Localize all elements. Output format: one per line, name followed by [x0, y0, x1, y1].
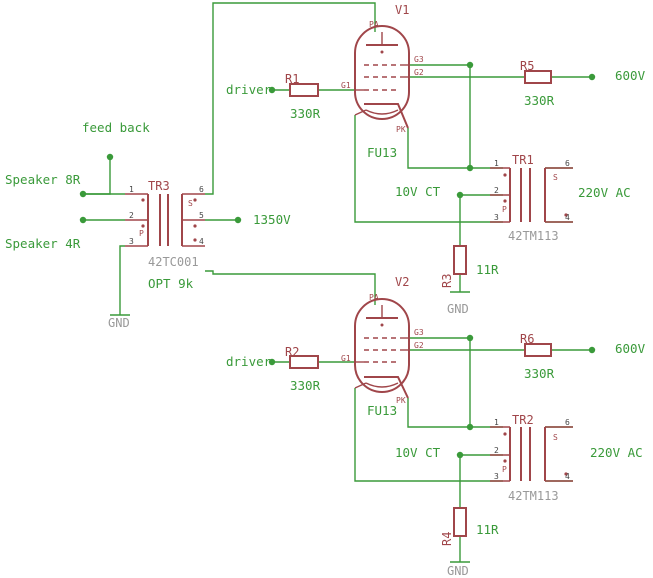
v1-g2-label: G2	[414, 68, 424, 77]
tr1-s: S	[553, 173, 558, 182]
r2-value: 330R	[290, 378, 321, 393]
r6-name: R6	[520, 332, 534, 346]
r4-value: 11R	[476, 522, 499, 537]
v1-value: FU13	[367, 145, 397, 160]
hv-label: 1350V	[253, 212, 291, 227]
v600-1-label: 600V	[615, 68, 646, 83]
tr3-p: P	[139, 229, 144, 238]
r1-name: R1	[285, 72, 299, 86]
resistor-r2	[289, 355, 319, 369]
tr1-value: 42TM113	[508, 229, 559, 243]
v2-pk-label: PK	[396, 396, 406, 405]
r3-name: R3	[440, 274, 454, 288]
transformer-tr3	[125, 193, 205, 247]
speaker-4r-label: Speaker 4R	[5, 236, 81, 251]
gnd-r3-label: GND	[447, 302, 469, 316]
junctions	[79, 61, 596, 459]
r3-value: 11R	[476, 262, 499, 277]
ac2-label: 220V AC	[590, 445, 643, 460]
tr3-name: TR3	[148, 179, 170, 193]
v2-g1-label: G1	[341, 354, 351, 363]
ct1-label: 10V CT	[395, 184, 441, 199]
tr3-pin3: 3	[129, 237, 134, 246]
v1-pk-label: PK	[396, 125, 406, 134]
tr3-pin2: 2	[129, 211, 134, 220]
feedback-label: feed back	[82, 120, 150, 135]
v2-pa-label: PA	[369, 293, 379, 302]
tr2-pin6: 6	[565, 418, 570, 427]
tr2-pin3: 3	[494, 472, 499, 481]
r5-name: R5	[520, 59, 534, 73]
v2-g3-label: G3	[414, 328, 424, 337]
tr3-pin4: 4	[199, 237, 204, 246]
resistor-r6	[524, 343, 552, 357]
tr1-pin6: 6	[565, 159, 570, 168]
transformer-tr1	[490, 167, 573, 223]
v600-2-label: 600V	[615, 341, 646, 356]
v1-g3-label: G3	[414, 55, 424, 64]
tr1-p: P	[502, 205, 507, 214]
ac1-label: 220V AC	[578, 185, 631, 200]
pin-labels: PA G3 G2 G1 PK PA G3 G2 G1 PK 1 2 3 P S …	[129, 20, 570, 481]
tr2-value: 42TM113	[508, 489, 559, 503]
tube-v1	[354, 25, 410, 129]
wires	[83, 2, 592, 563]
r4-name: R4	[440, 532, 454, 546]
tr2-p: P	[502, 465, 507, 474]
tr3-pin1: 1	[129, 185, 134, 194]
tr1-name: TR1	[512, 153, 534, 167]
driver2-label: driver	[226, 354, 272, 369]
v1-pa-label: PA	[369, 20, 379, 29]
tr3-note: OPT 9k	[148, 276, 194, 291]
v1-g1-label: G1	[341, 81, 351, 90]
tr3-value: 42TC001	[148, 255, 199, 269]
tr3-s: S	[188, 199, 193, 208]
driver1-label: driver	[226, 82, 272, 97]
r5-value: 330R	[524, 93, 555, 108]
v2-value: FU13	[367, 403, 397, 418]
tr1-pin1: 1	[494, 159, 499, 168]
tr2-pin2: 2	[494, 446, 499, 455]
tr2-s: S	[553, 433, 558, 442]
tr1-pin4: 4	[565, 213, 570, 222]
speaker-8r-label: Speaker 8R	[5, 172, 81, 187]
r1-value: 330R	[290, 106, 321, 121]
resistor-r4	[453, 507, 467, 537]
resistor-r5	[524, 70, 552, 84]
transformer-tr2	[490, 426, 573, 482]
tr2-pin4: 4	[565, 472, 570, 481]
r6-value: 330R	[524, 366, 555, 381]
tr3-pin6: 6	[199, 185, 204, 194]
v2-g2-label: G2	[414, 341, 424, 350]
ct2-label: 10V CT	[395, 445, 441, 460]
tr1-pin2: 2	[494, 186, 499, 195]
tr2-name: TR2	[512, 413, 534, 427]
v2-name: V2	[395, 275, 409, 289]
tr1-pin3: 3	[494, 213, 499, 222]
resistor-r3	[453, 245, 467, 275]
gnd-tr3-label: GND	[108, 316, 130, 330]
v1-name: V1	[395, 3, 409, 17]
resistor-r1	[289, 83, 319, 97]
tube-v2	[354, 298, 410, 399]
r2-name: R2	[285, 345, 299, 359]
tr3-pin5: 5	[199, 211, 204, 220]
gnd-r4-label: GND	[447, 564, 469, 578]
tr2-pin1: 1	[494, 418, 499, 427]
